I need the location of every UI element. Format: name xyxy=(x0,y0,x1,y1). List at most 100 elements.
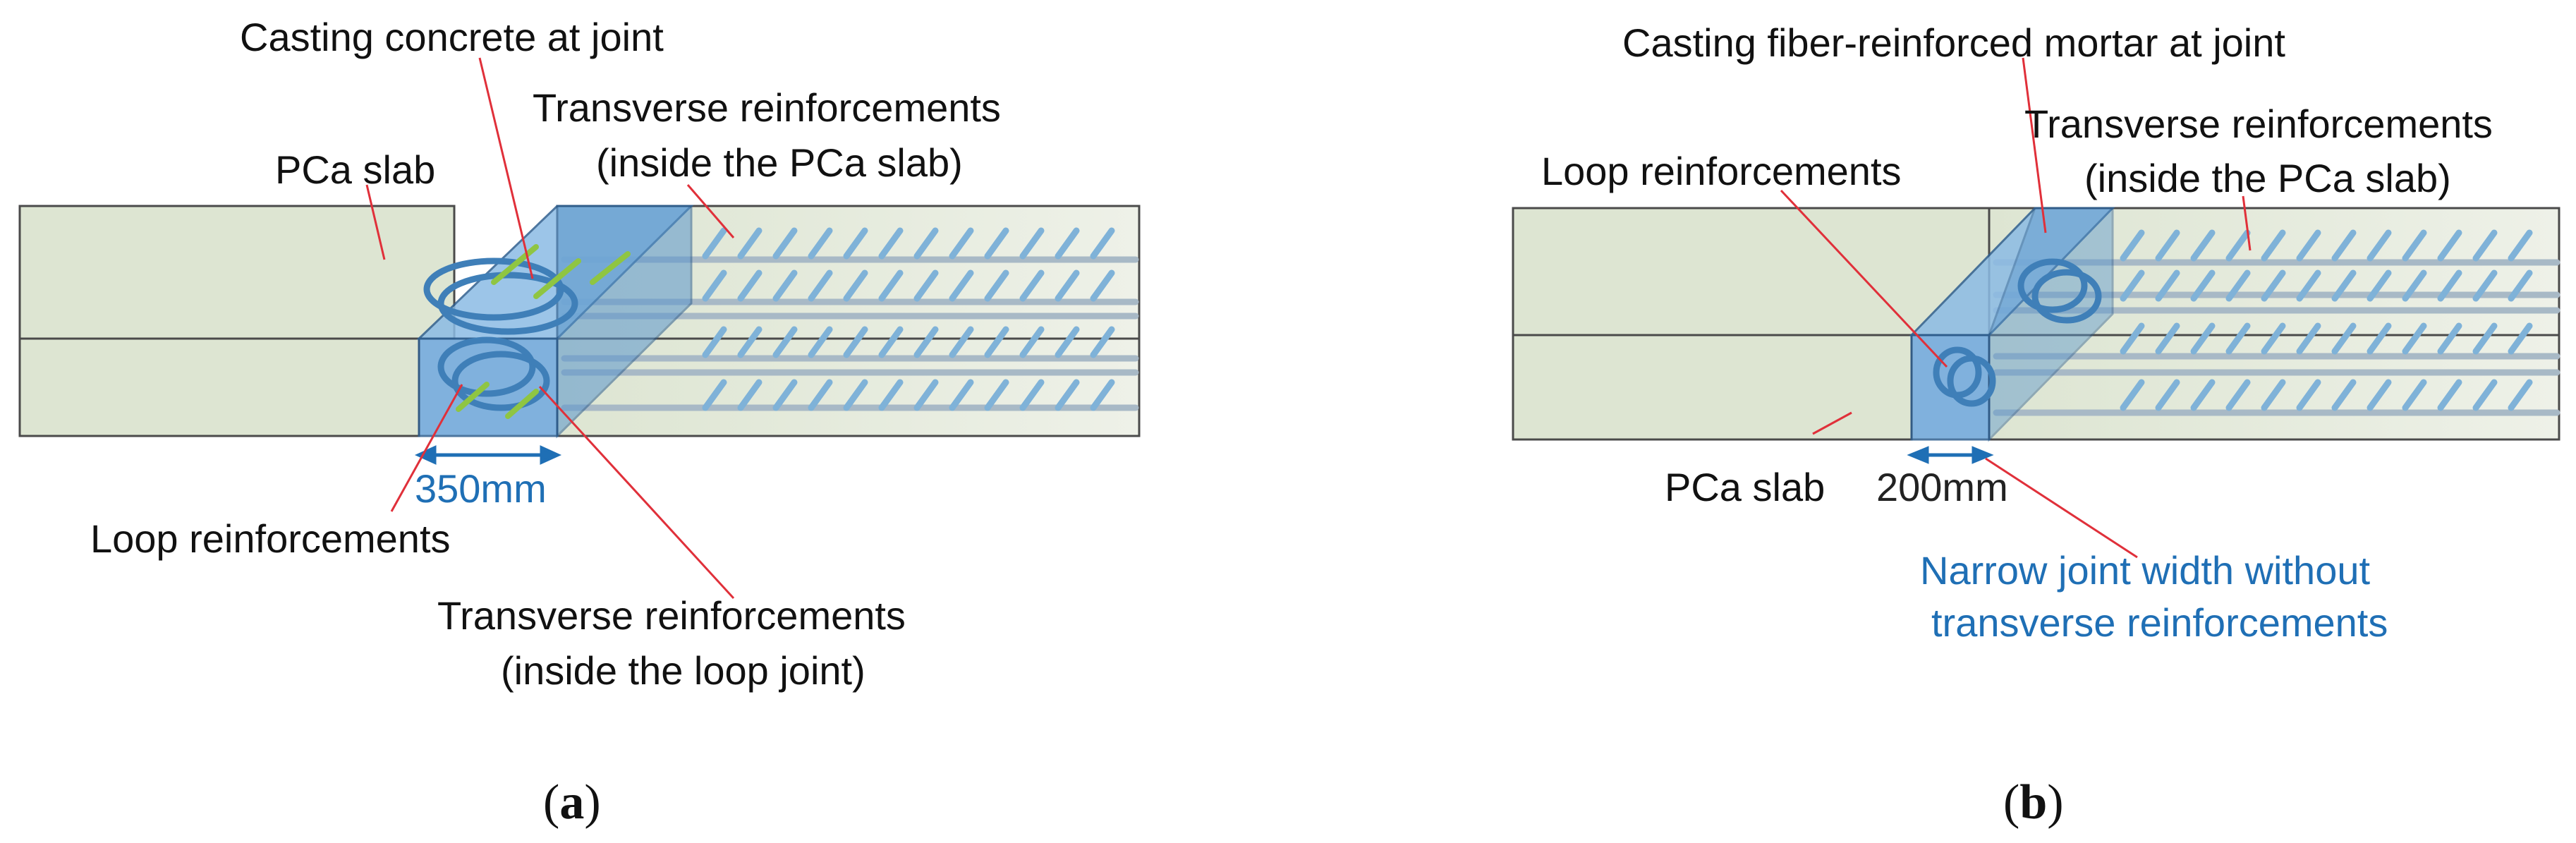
transverse-rebar xyxy=(984,326,1009,358)
panel-a-pca-slab-left-top xyxy=(18,205,456,340)
transverse-rebar xyxy=(2261,269,2286,302)
transverse-rebar xyxy=(843,379,868,411)
transverse-rebar xyxy=(878,269,904,302)
transverse-rebar xyxy=(2155,229,2180,262)
transverse-rebar xyxy=(737,269,763,302)
transverse-rebar xyxy=(737,227,763,260)
transverse-rebar xyxy=(1090,269,1115,302)
transverse-rebar xyxy=(2155,379,2180,411)
panel-b-leader-lines xyxy=(1780,57,2252,559)
panel-a-label-dimension: 350mm xyxy=(415,466,547,511)
transverse-rebar xyxy=(702,269,727,302)
transverse-rebar xyxy=(2296,269,2321,302)
transverse-rebar xyxy=(2225,379,2251,411)
panel-a-label-transverse-slab-2: (inside the PCa slab) xyxy=(596,140,963,185)
transverse-rebar xyxy=(2472,322,2498,355)
panel-a-joint-side-face xyxy=(556,205,693,439)
panel-a-label-loop: Loop reinforcements xyxy=(90,516,451,561)
panel-a-joint-transverse-rebars xyxy=(456,244,631,419)
panel-b-label-pca-slab: PCa slab xyxy=(1665,465,1825,509)
transverse-rebar xyxy=(2190,322,2216,355)
transverse-rebar xyxy=(1019,269,1045,302)
panel-b-label-loop: Loop reinforcements xyxy=(1541,149,1902,193)
transverse-rebar xyxy=(843,227,868,260)
transverse-rebar xyxy=(1055,269,1080,302)
transverse-rebar xyxy=(702,227,727,260)
transverse-rebar xyxy=(2508,322,2533,355)
transverse-rebar xyxy=(2331,269,2357,302)
transverse-rebar xyxy=(1055,326,1080,358)
transverse-rebar xyxy=(878,227,904,260)
transverse-rebar xyxy=(2472,379,2498,411)
panel-b-caption: (b) xyxy=(2003,775,2064,830)
transverse-rebar xyxy=(2437,379,2462,411)
panel-a-label-casting: Casting concrete at joint xyxy=(240,15,664,59)
transverse-rebar xyxy=(2190,229,2216,262)
transverse-rebar xyxy=(2402,269,2427,302)
transverse-rebar xyxy=(913,379,939,411)
transverse-rebar xyxy=(878,379,904,411)
panel-a-diagram: Casting concrete at joint Transverse rei… xyxy=(18,15,1141,830)
transverse-rebar xyxy=(913,326,939,358)
panel-b-diagram: Casting fiber-reinforced mortar at joint… xyxy=(1512,20,2560,830)
transverse-rebar xyxy=(2120,229,2145,262)
transverse-rebar xyxy=(2120,269,2145,302)
transverse-rebar xyxy=(2508,269,2533,302)
panel-b-transverse-rebars xyxy=(2120,229,2533,411)
panel-b-joint-side-face xyxy=(1988,207,2114,442)
transverse-rebar xyxy=(2367,269,2392,302)
transverse-rebar xyxy=(2155,322,2180,355)
panel-a-label-transverse-joint-1: Transverse reinforcements xyxy=(437,593,906,638)
transverse-rebar xyxy=(2402,229,2427,262)
transverse-rebar xyxy=(702,326,727,358)
transverse-rebar xyxy=(984,227,1009,260)
transverse-rebar xyxy=(949,326,974,358)
transverse-rebar xyxy=(843,269,868,302)
panel-a-label-transverse-joint-2: (inside the loop joint) xyxy=(501,648,865,693)
panel-b-pca-slab-left-bottom xyxy=(1512,334,1913,441)
transverse-rebar xyxy=(2190,269,2216,302)
panel-a-caption: (a) xyxy=(543,775,601,830)
transverse-rebar xyxy=(2367,229,2392,262)
panel-b-dimension-arrow xyxy=(1907,446,1994,464)
transverse-rebar xyxy=(949,379,974,411)
transverse-rebar xyxy=(2296,229,2321,262)
transverse-rebar xyxy=(2225,229,2251,262)
transverse-rebar xyxy=(1090,379,1115,411)
transverse-rebar xyxy=(843,326,868,358)
transverse-rebar xyxy=(1055,227,1080,260)
transverse-rebar xyxy=(808,269,833,302)
panel-b-label-casting: Casting fiber-reinforced mortar at joint xyxy=(1622,20,2285,65)
panel-a-label-pca-slab: PCa slab xyxy=(275,147,435,192)
transverse-rebar xyxy=(1019,379,1045,411)
transverse-rebar xyxy=(949,269,974,302)
transverse-rebar xyxy=(2296,379,2321,411)
transverse-rebar xyxy=(2190,379,2216,411)
transverse-rebar xyxy=(2472,229,2498,262)
transverse-rebar xyxy=(2120,322,2145,355)
transverse-rebar xyxy=(2437,229,2462,262)
transverse-rebar xyxy=(2437,269,2462,302)
transverse-rebar xyxy=(2331,322,2357,355)
transverse-rebar xyxy=(1055,379,1080,411)
transverse-rebar xyxy=(2367,322,2392,355)
panel-b-loop-rebars xyxy=(1933,258,2102,407)
transverse-rebar xyxy=(2261,322,2286,355)
transverse-rebar xyxy=(1019,227,1045,260)
transverse-rebar xyxy=(737,379,763,411)
transverse-rebar xyxy=(808,326,833,358)
transverse-rebar xyxy=(1019,326,1045,358)
transverse-rebar xyxy=(984,379,1009,411)
panel-a-loop-rebars xyxy=(423,257,578,411)
transverse-rebar xyxy=(878,326,904,358)
panel-a-pca-slab-left-bottom xyxy=(18,337,420,437)
panel-a-transverse-rebars xyxy=(702,227,1115,411)
panel-b-label-narrow-2: transverse reinforcements xyxy=(1931,600,2388,645)
transverse-rebar xyxy=(2437,322,2462,355)
transverse-rebar xyxy=(2402,322,2427,355)
transverse-rebar xyxy=(702,379,727,411)
transverse-rebar xyxy=(2331,379,2357,411)
transverse-rebar xyxy=(949,227,974,260)
transverse-rebar xyxy=(984,269,1009,302)
